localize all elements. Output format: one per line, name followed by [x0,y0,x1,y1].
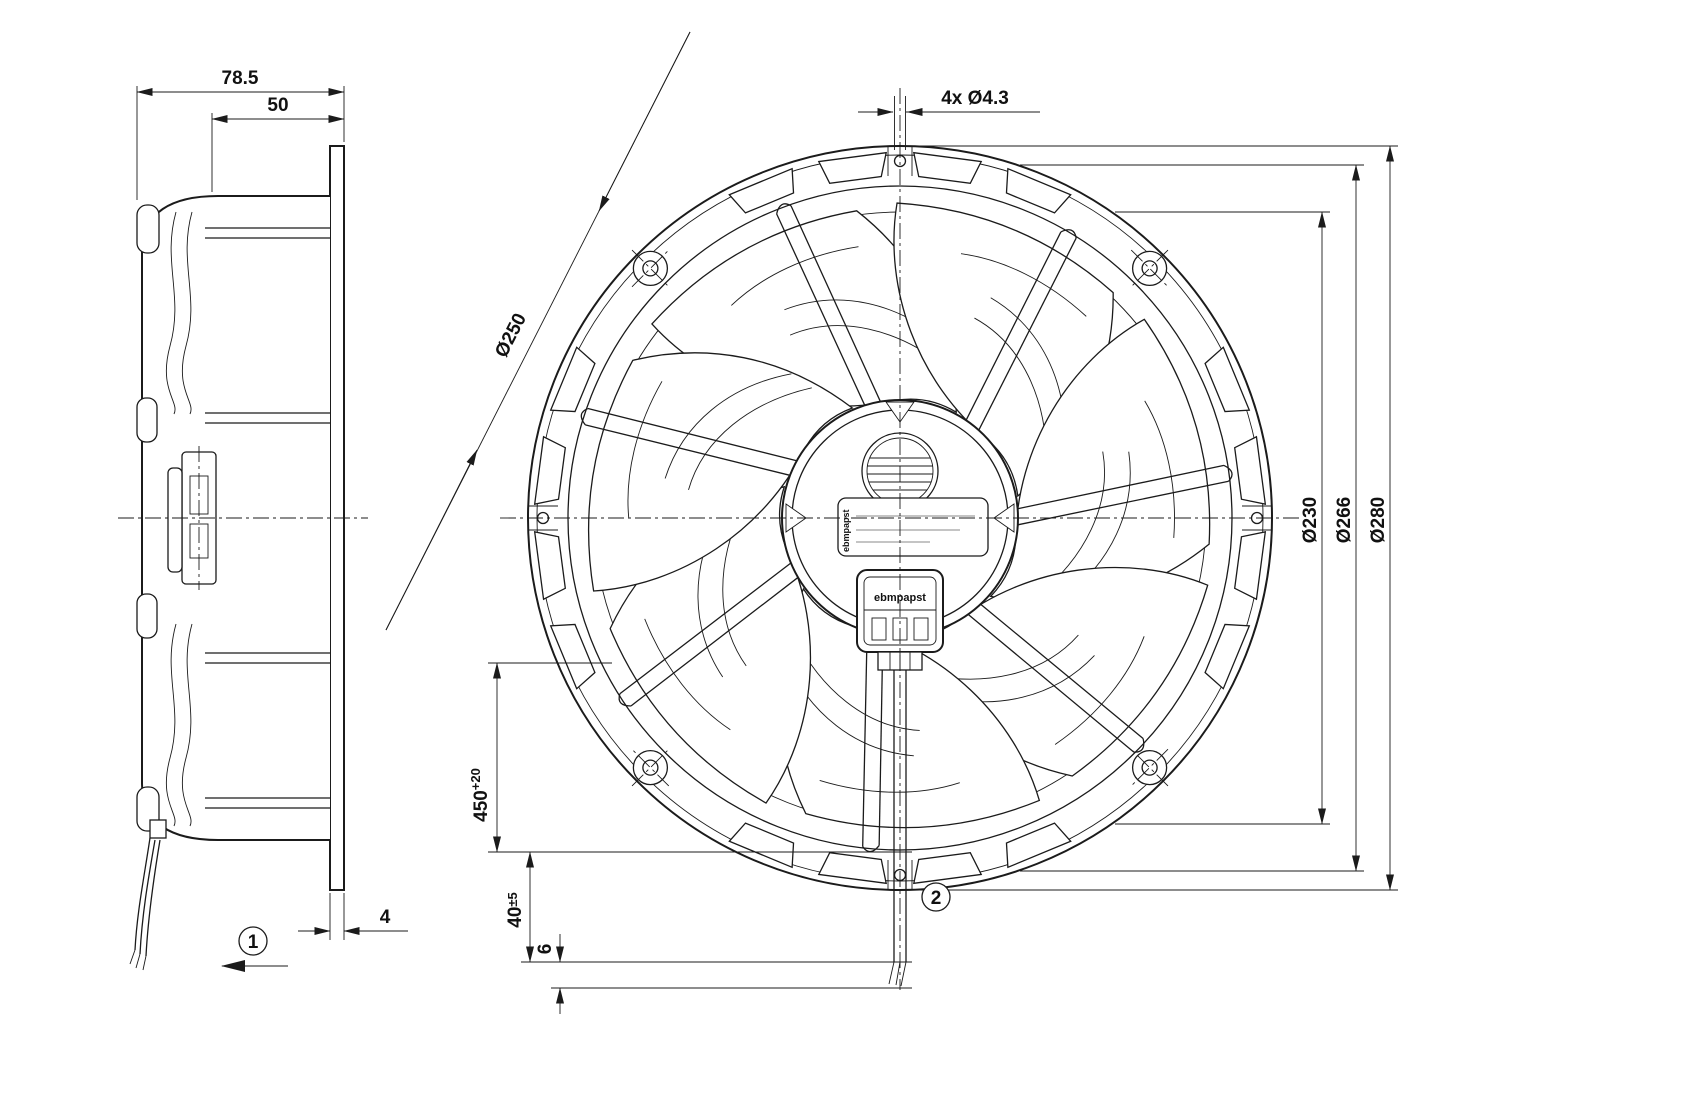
dim-strip-length: 40±5 [505,851,912,963]
dim-impeller-diameter-label: Ø250 [491,310,531,361]
dim-pitch-circle-diameter: Ø266 [1020,164,1364,872]
guard-bar-section [136,397,158,443]
strut-sections [205,227,330,809]
dim-housing-depth-label: 50 [267,95,288,116]
dim-outer-diameter-label: Ø280 [1368,497,1389,543]
dim-opening-diameter: Ø230 [1115,211,1330,825]
motor-cap [167,467,183,573]
dim-tip-length-label: 6 [535,944,556,955]
front-view: ebmpapst ebmpapst [385,31,1398,1014]
hub-nameplate-text: ebmpapst [841,509,851,552]
blade-section-line [181,211,193,415]
connector-brand-text: ebmpapst [874,592,926,604]
dim-opening-diameter-label: Ø230 [1300,497,1321,543]
dim-lead-length: 450+20 [468,662,912,853]
cable-gland [149,819,167,839]
lead-wires-front [888,670,907,987]
guard-bar-section [136,204,160,254]
hub-nameplate: ebmpapst [837,497,989,557]
callout-1-label: 1 [248,932,259,953]
dim-lead-length-label: 450+20 [468,768,492,822]
callout-2: 2 [921,882,951,912]
blade-section-line [165,211,177,415]
side-view: 78.5 50 4 1 [118,68,408,972]
dim-flange-thickness-label: 4 [380,907,391,928]
dim-tip-length: 6 [535,934,912,1014]
dim-flange-thickness: 4 [298,893,408,940]
callout-1: 1 [221,926,288,972]
dim-outer-diameter: Ø280 [905,145,1398,891]
dim-mounting-holes-label: 4x Ø4.3 [941,88,1009,109]
dim-overall-depth: 78.5 [136,68,345,200]
dim-strip-length-label: 40±5 [505,892,526,928]
dim-overall-depth-label: 78.5 [222,68,259,89]
guard-bar-section [136,593,158,639]
dim-mounting-holes: 4x Ø4.3 [858,88,1040,150]
blade-section-line [165,623,177,827]
lead-wires-side [129,837,161,971]
dim-pitch-circle-diameter-label: Ø266 [1334,497,1355,543]
blade-section-line [181,623,193,827]
callout-2-label: 2 [931,888,942,909]
dim-housing-depth: 50 [211,95,345,192]
